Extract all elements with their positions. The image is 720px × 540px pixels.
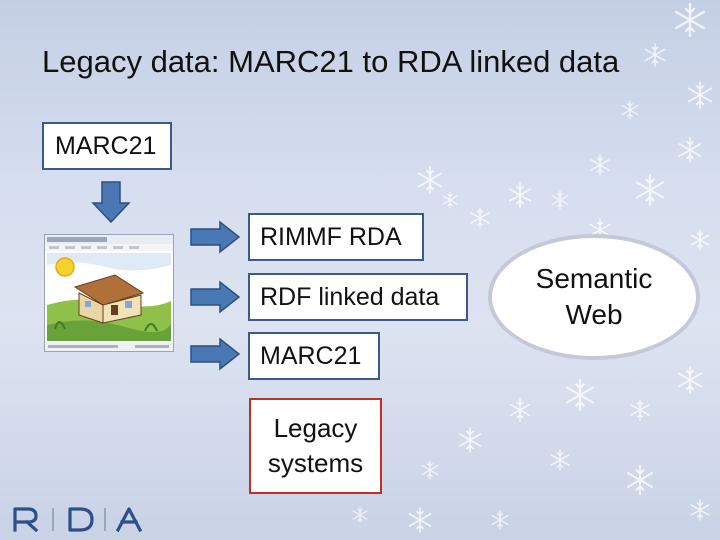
- down-arrow-icon: [91, 181, 131, 224]
- slide-title: Legacy data: MARC21 to RDA linked data: [42, 44, 620, 79]
- right-arrow-icon-2: [190, 280, 241, 314]
- output-label: RIMMF RDA: [260, 222, 402, 251]
- output-label: MARC21: [260, 341, 362, 370]
- source-marc21-box: MARC21: [42, 122, 172, 170]
- semantic-web-line-1: Semantic: [535, 262, 653, 294]
- rimmf-screenshot-thumbnail: [44, 234, 174, 352]
- output-rimmf-rda-box: RIMMF RDA: [248, 213, 424, 261]
- output-label: RDF linked data: [260, 282, 440, 311]
- right-arrow-icon-3: [190, 337, 241, 371]
- legacy-systems-box: Legacy systems: [249, 398, 382, 494]
- semantic-web-line-2: Web: [565, 299, 623, 330]
- rimmf-screenshot-house-image: [45, 235, 173, 351]
- output-rdf-linked-data-box: RDF linked data: [248, 273, 468, 321]
- source-marc21-label: MARC21: [55, 131, 157, 160]
- output-marc21-box: MARC21: [248, 332, 380, 380]
- legacy-line-1: Legacy: [273, 412, 358, 443]
- semantic-web-ellipse: Semantic Web: [488, 234, 700, 360]
- legacy-line-2: systems: [267, 448, 364, 478]
- rda-logo: [13, 507, 143, 532]
- right-arrow-icon-1: [190, 220, 241, 254]
